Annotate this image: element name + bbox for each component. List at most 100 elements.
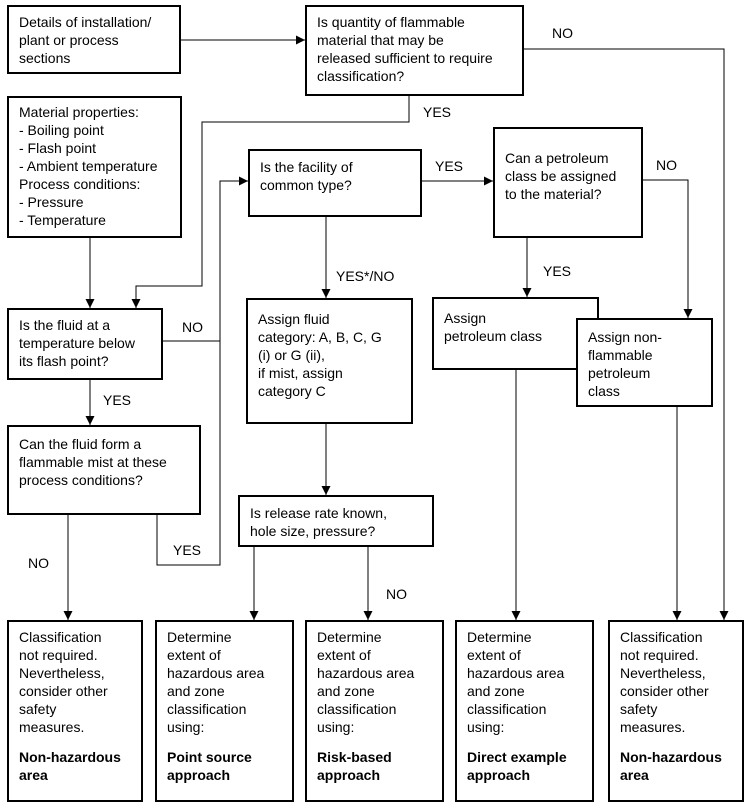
box-text-line: temperature below [19,335,135,351]
outcome-text-line: Nevertheless, [620,665,706,681]
mist-question-box: Can the fluid form a flammable mist at th… [7,425,201,515]
outcome-text-line: Nevertheless, [19,665,105,681]
box-text-line: - Ambient temperature [19,158,158,174]
outcome-text-line: safety [19,701,57,717]
label-mist-yes: YES [173,542,202,558]
box-text-line: (i) or G (ii), [258,347,325,363]
box-text-line: Is the fluid at a [19,317,111,333]
outcome-approach-label: Non-hazardous [19,749,121,765]
box-text-line: category: A, B, C, G [258,329,382,345]
outcome-text-line: safety [620,701,658,717]
outcome-text-line: hazardous area [167,665,265,681]
box-text-line: Is the facility of [260,159,353,175]
outcome-approach-label: Non-hazardous [620,749,722,765]
assign-fluid-box: Assign fluid category: A, B, C, G (i) or G… [246,298,413,424]
spacer [19,736,131,748]
box-text-line: Is release rate known, [250,505,387,521]
outcome-text-line: extent of [167,647,221,663]
box-text-line: Assign non- [588,329,662,345]
outcome-text-line: extent of [467,647,521,663]
box-text-line: sections [19,50,71,66]
box-text-line: - Flash point [19,140,97,156]
outcome-approach-label: approach [317,767,381,783]
box-text-line: Details of installation/ [19,14,152,30]
label-petroleum-yes: YES [543,263,572,279]
box-text-line: Assign [444,310,487,326]
outcome-text-line: hazardous area [467,665,565,681]
box-text-line: petroleum class [444,328,543,344]
box-text-line: Process conditions: [19,176,141,192]
outcome-text-line: using: [467,719,505,735]
box-text-line: Can the fluid form a [19,436,142,452]
label-petroleum-no: NO [656,157,677,173]
line-mist-yes [156,341,221,566]
spacer [620,736,732,748]
outcome-approach-label: approach [167,767,231,783]
flash-point-question-box: Is the fluid at a temperature below its fl… [7,308,163,380]
outcome-point-source-box: Determine extent of hazardous area and zone… [155,620,294,802]
outcome-approach-label: Risk-based [317,749,392,765]
box-text-line: Can a petroleum [505,150,609,166]
spacer [317,736,432,748]
box-text-line: its flash point? [19,353,109,369]
outcome-text-line: measures. [620,719,686,735]
outcome-text-line: and zone [317,683,375,699]
outcome-text-line: using: [317,719,355,735]
box-text-line: plant or process [19,32,119,48]
box-text-line: classification? [317,68,405,84]
box-text-line: Material properties: [19,104,139,120]
outcome-text-line: Determine [167,629,232,645]
label-release-no: NO [386,586,407,602]
assign-non-flammable-box: Assign non-flammable petroleum class [576,318,713,407]
outcome-approach-label: Direct example [467,749,567,765]
outcome-text-line: Determine [467,629,532,645]
assign-petroleum-box: Assign petroleum class [432,297,599,370]
box-text-line: class be assigned [505,168,617,184]
outcome-approach-label: approach [467,767,531,783]
box-text-line: if mist, assign [258,365,343,381]
outcome-text-line: Determine [317,629,382,645]
details-box: Details of installation/plant or process… [7,5,181,74]
box-text-line: flammable [588,347,653,363]
spacer [167,736,282,748]
petroleum-question-box: Can a petroleum class be assigned to the m… [493,127,643,238]
outcome-approach-label: area [19,767,48,783]
label-quantity-no: NO [552,25,573,41]
arrow-petroleum-no [642,179,693,318]
outcome-text-line: not required. [620,647,699,663]
outcome-text-line: using: [167,719,205,735]
outcome-text-line: and zone [167,683,225,699]
box-text-line: Assign fluid [258,311,330,327]
outcome-text-line: classification [167,701,247,717]
outcome-text-line: Classification [19,629,102,645]
box-text-line: - Temperature [19,212,106,228]
box-text-line: - Pressure [19,194,84,210]
outcome-text-line: hazardous area [317,665,415,681]
box-text-line: petroleum [588,365,651,381]
box-text-line: category C [258,383,326,399]
outcome-approach-label: area [620,767,649,783]
arrow-quantity-yes [131,95,410,308]
label-common-yes-no: YES*/NO [336,268,395,284]
outcome-text-line: extent of [317,647,371,663]
box-text-line: flammable mist at these [19,454,167,470]
outcome-text-line: Classification [620,629,703,645]
box-text-line: common type? [260,177,352,193]
box-text-line: released sufficient to require [317,50,493,66]
box-text-line: to the material? [505,186,602,202]
label-flash-no: NO [182,319,203,335]
common-type-question-box: Is the facility of common type? [248,149,422,217]
label-common-yes: YES [435,158,464,174]
label-flash-yes: YES [103,392,132,408]
outcome-text-line: measures. [19,719,85,735]
box-text-line: class [588,383,620,399]
box-text-line: Is quantity of flammable [317,14,465,30]
outcome-text-line: classification [467,701,547,717]
outcome-non-hazardous-right-box: Classification not required. Nevertheless,… [608,620,744,802]
box-text-line: process conditions? [19,472,143,488]
box-text-line: hole size, pressure? [250,523,376,539]
